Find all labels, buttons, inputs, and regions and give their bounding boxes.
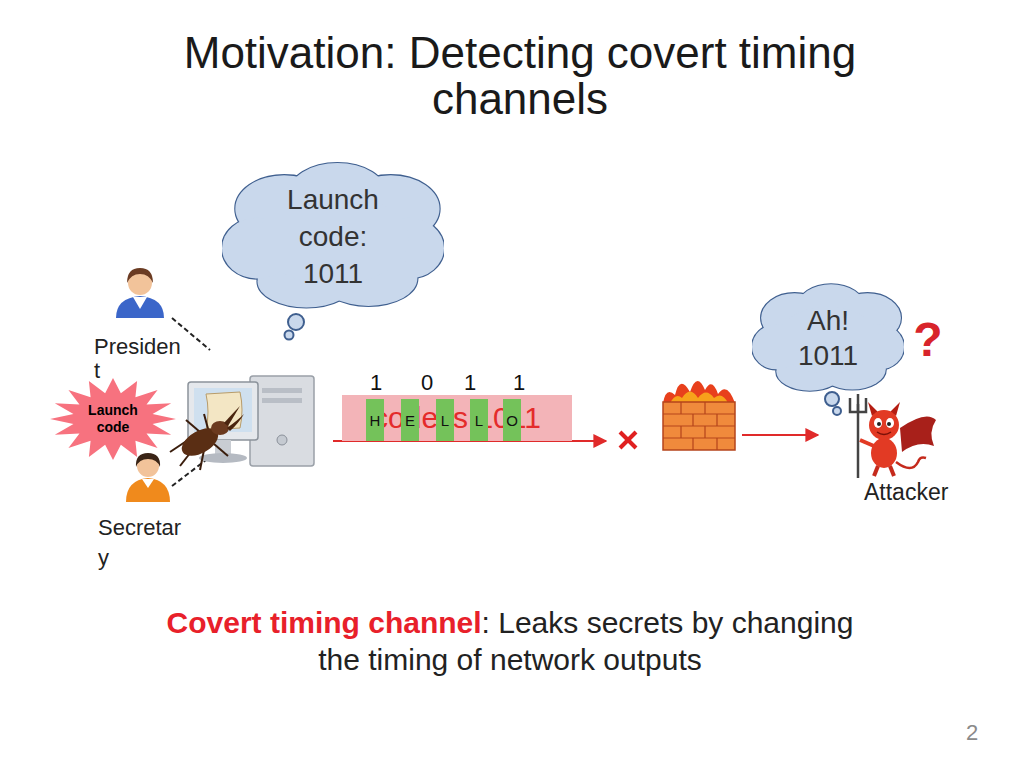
attacker-label: Attacker xyxy=(864,479,984,505)
firewall-icon-part xyxy=(663,402,735,450)
blocked-mark-part xyxy=(620,432,636,448)
starburst-shape xyxy=(50,378,176,460)
node-text: Ah! 1011 xyxy=(778,303,878,373)
text-holder: Ah! 1011 xyxy=(752,282,904,394)
computer-icon-part xyxy=(199,453,247,463)
attacker-devil-part xyxy=(887,422,891,426)
bit-value: 1 xyxy=(450,371,490,395)
packet-letter: H xyxy=(366,412,384,429)
text-holder: H xyxy=(366,399,384,441)
network-packet: H xyxy=(366,399,384,441)
alert-starburst: Launch code xyxy=(50,378,176,460)
thought-bubble-tail-part xyxy=(825,392,839,406)
slide-title: Motivation: Detecting covert timing chan… xyxy=(140,30,900,122)
network-packet: L xyxy=(436,399,454,441)
bit-value: 1 xyxy=(499,371,539,395)
bug-illustration xyxy=(170,406,244,470)
bit-value: 1 xyxy=(356,371,396,395)
thought-cloud: Launch code: 1011 xyxy=(222,160,444,312)
thought-bubble-tail-part xyxy=(285,331,294,340)
packet-letter: O xyxy=(503,412,521,429)
exfiltration-arrow-part xyxy=(742,434,818,436)
exfiltration-arrow xyxy=(742,435,818,436)
node-text: Launch code: 1011 xyxy=(268,181,398,292)
president-icon-part xyxy=(116,296,164,318)
attacker-devil-part xyxy=(871,438,897,468)
computer-icon-part xyxy=(277,435,287,445)
attacker-devil-part xyxy=(857,404,860,478)
packet-stream-band: code is 1011HELLO xyxy=(342,395,572,441)
secretary-icon-part xyxy=(136,453,160,467)
page-number: 2 xyxy=(952,721,992,745)
network-packet: E xyxy=(401,399,419,441)
attacker-devil-part xyxy=(900,416,936,452)
text-holder: E xyxy=(401,399,419,441)
firewall-icon xyxy=(663,381,735,450)
bug-illustration-part xyxy=(186,420,200,432)
caption-term: Covert timing channel xyxy=(167,606,482,639)
attacker-devil-part xyxy=(874,466,878,476)
attacker-devil-part xyxy=(850,394,866,412)
attacker-devil-part xyxy=(877,432,891,435)
president-icon xyxy=(116,268,164,318)
attacker-devil-part xyxy=(877,422,881,426)
firewall-icon-part xyxy=(663,402,735,450)
secretary-icon-part xyxy=(142,479,154,488)
person-label: Secretar y xyxy=(98,513,194,573)
cloud-outline xyxy=(752,282,904,394)
question-mark: ? xyxy=(906,314,950,366)
network-packet: O xyxy=(503,399,521,441)
text-holder: Launch code: 1011 xyxy=(222,160,444,312)
president-icon-part xyxy=(127,268,153,283)
text-holder: L xyxy=(436,399,454,441)
computer-icon-part xyxy=(250,376,314,466)
attacker-devil xyxy=(850,394,936,478)
secretary-icon-part xyxy=(126,478,170,502)
bit-value: 0 xyxy=(407,371,447,395)
thought-bubble-tail-part xyxy=(833,407,841,415)
text-holder: L xyxy=(470,399,488,441)
attacker-devil-part xyxy=(886,418,894,428)
bug-illustration-part xyxy=(214,444,228,456)
slide-caption: Covert timing channel: Leaks secrets by … xyxy=(160,604,860,678)
secretary-icon xyxy=(126,453,170,502)
computer-icon-part xyxy=(262,398,302,403)
thought-bubble-tail-part xyxy=(288,314,304,330)
attacker-devil-part xyxy=(874,418,882,428)
packet-letter: L xyxy=(436,412,454,429)
attacker-devil-part xyxy=(890,466,894,476)
blocked-mark xyxy=(620,432,636,448)
text-holder: O xyxy=(503,399,521,441)
blocked-mark-part xyxy=(620,432,636,448)
firewall-icon-part xyxy=(663,381,735,403)
bug-illustration-part xyxy=(227,414,244,431)
packet-letter: L xyxy=(470,412,488,429)
packet-letter: E xyxy=(401,412,419,429)
computer-icon xyxy=(188,376,314,466)
attacker-devil-part xyxy=(869,410,899,440)
thought-cloud: Ah! 1011 xyxy=(752,282,904,394)
computer-icon-part xyxy=(262,388,302,393)
text-holder: Launch code xyxy=(50,378,176,460)
president-icon-part xyxy=(133,297,147,309)
attacker-devil-part xyxy=(896,458,926,469)
network-packet: L xyxy=(470,399,488,441)
node-text: Launch code xyxy=(82,402,144,436)
person-label: Presiden t xyxy=(94,335,190,383)
attacker-devil-part xyxy=(860,440,874,446)
